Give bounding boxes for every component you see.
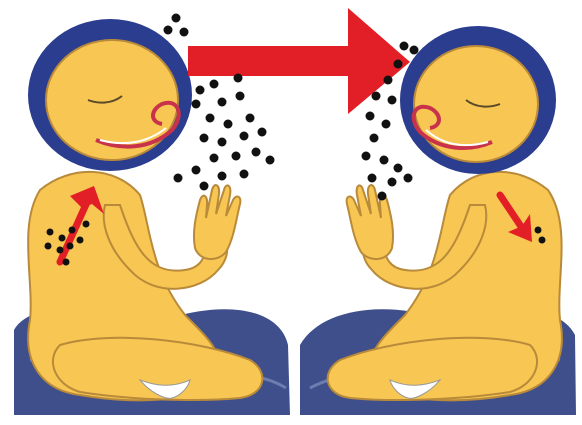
particle-dot-icon bbox=[234, 74, 243, 83]
particle-dot-icon bbox=[362, 152, 371, 161]
particle-dot-icon bbox=[200, 134, 209, 143]
particle-dot-icon bbox=[200, 182, 209, 191]
particle-dot-icon bbox=[240, 132, 249, 141]
particle-dot-icon bbox=[180, 28, 189, 37]
particle-dot-icon bbox=[63, 259, 70, 266]
particle-dot-icon bbox=[224, 120, 233, 129]
particle-dot-icon bbox=[372, 92, 381, 101]
particle-dot-icon bbox=[246, 114, 255, 123]
particle-dot-icon bbox=[59, 235, 66, 242]
particle-dot-icon bbox=[69, 227, 76, 234]
particle-dot-icon bbox=[196, 86, 205, 95]
particle-dot-icon bbox=[174, 174, 183, 183]
particle-dot-icon bbox=[404, 174, 413, 183]
particle-dot-icon bbox=[394, 164, 403, 173]
particle-dot-icon bbox=[45, 243, 52, 250]
particle-dot-icon bbox=[535, 227, 542, 234]
particle-dot-icon bbox=[218, 138, 227, 147]
particle-dot-icon bbox=[218, 172, 227, 181]
particle-dot-icon bbox=[57, 247, 64, 254]
particle-dot-icon bbox=[368, 174, 377, 183]
particle-dot-icon bbox=[400, 42, 409, 51]
particle-dot-icon bbox=[370, 134, 379, 143]
particle-dot-icon bbox=[210, 154, 219, 163]
left-hand bbox=[194, 185, 240, 259]
particle-dot-icon bbox=[240, 170, 249, 179]
particle-dot-icon bbox=[394, 60, 403, 69]
particle-dot-icon bbox=[210, 80, 219, 89]
particle-dot-icon bbox=[366, 112, 375, 121]
particle-dot-icon bbox=[384, 76, 393, 85]
particle-dot-icon bbox=[378, 192, 387, 201]
particle-dot-icon bbox=[266, 156, 275, 165]
right-figure bbox=[300, 26, 576, 415]
particle-dot-icon bbox=[83, 221, 90, 228]
particle-dot-icon bbox=[252, 148, 261, 157]
particle-dot-icon bbox=[382, 120, 391, 129]
particle-dot-icon bbox=[206, 114, 215, 123]
particle-dot-icon bbox=[232, 152, 241, 161]
particle-dot-icon bbox=[388, 178, 397, 187]
particle-dot-icon bbox=[388, 96, 397, 105]
particle-dot-icon bbox=[539, 237, 546, 244]
particle-dot-icon bbox=[236, 92, 245, 101]
particle-dot-icon bbox=[67, 243, 74, 250]
particle-dot-icon bbox=[77, 237, 84, 244]
particle-dot-icon bbox=[380, 156, 389, 165]
particle-dot-icon bbox=[47, 229, 54, 236]
particle-dot-icon bbox=[218, 98, 227, 107]
particle-dot-icon bbox=[172, 14, 181, 23]
particle-dot-icon bbox=[192, 166, 201, 175]
particle-dot-icon bbox=[410, 46, 419, 55]
left-figure bbox=[14, 19, 290, 415]
particle-dot-icon bbox=[258, 128, 267, 137]
particle-dot-icon bbox=[164, 26, 173, 35]
particle-dot-icon bbox=[192, 100, 201, 109]
